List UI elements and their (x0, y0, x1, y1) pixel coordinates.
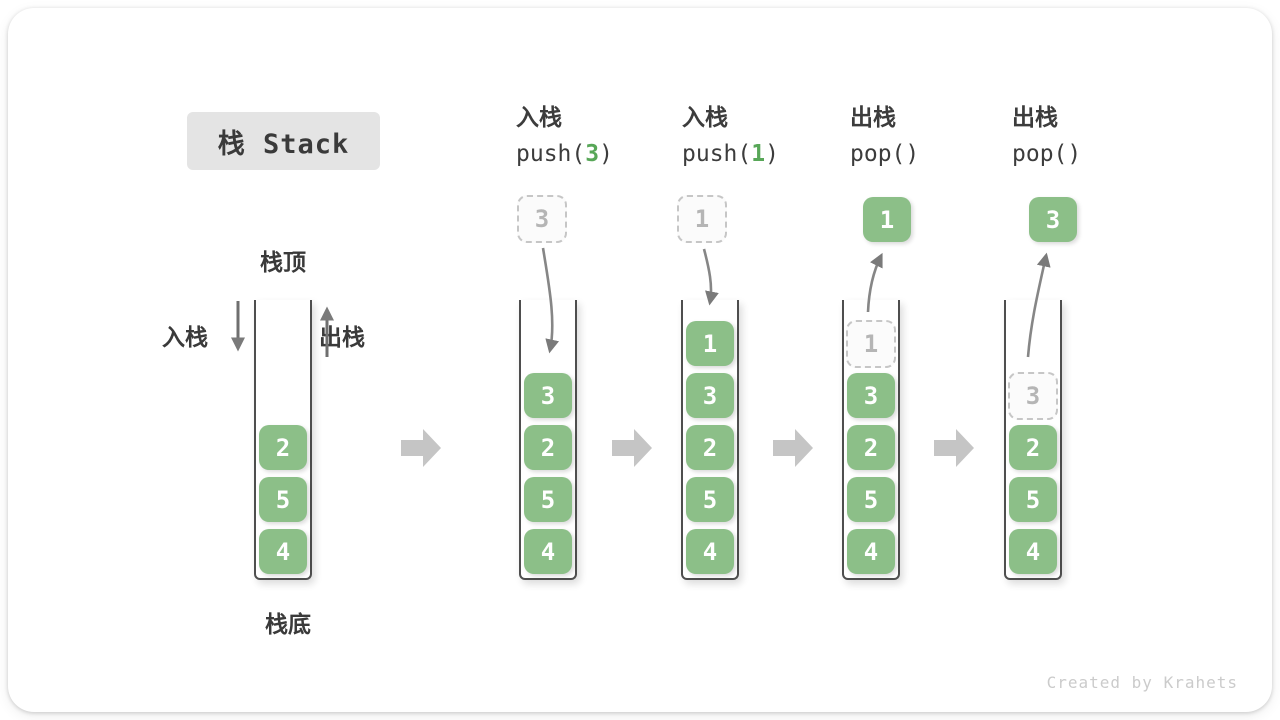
operation-label-push-3: 入栈 push(3) (516, 105, 613, 167)
stack-cell-ghost: 1 (846, 320, 896, 368)
operation-code: push(3) (516, 141, 613, 167)
operation-label-pop-3: 出栈 pop() (1012, 105, 1081, 167)
stack-cell: 3 (847, 373, 895, 418)
stack-cell: 5 (847, 477, 895, 522)
stack-cell: 4 (259, 529, 307, 574)
operation-name: 出栈 (850, 105, 896, 131)
floating-cell-popped: 1 (863, 197, 911, 242)
operation-name: 出栈 (1012, 105, 1058, 131)
stack-cell: 5 (1009, 477, 1057, 522)
diagram-card: 栈 Stack 入栈 push(3) 入栈 push(1) 出栈 pop() 出… (8, 8, 1272, 712)
code-pre: pop( (850, 141, 906, 168)
stack-cell: 3 (524, 373, 572, 418)
stack-container-after-push-3: 3 2 5 4 (519, 300, 577, 580)
operation-code: push(1) (682, 141, 779, 167)
stack-container-after-pop-3: 3 2 5 4 (1004, 300, 1062, 580)
flow-arrow-icon (401, 429, 441, 467)
stack-cell: 5 (259, 477, 307, 522)
title-badge: 栈 Stack (187, 112, 380, 170)
push-side-label: 入栈 (162, 325, 208, 351)
floating-cell-ghost: 3 (517, 195, 567, 243)
code-post: ) (765, 141, 779, 168)
code-post: ) (1067, 141, 1082, 168)
stack-cell: 2 (686, 425, 734, 470)
operation-code: pop() (1012, 141, 1081, 167)
stack-cell: 4 (686, 529, 734, 574)
stack-cell: 5 (686, 477, 734, 522)
operation-code: pop() (850, 141, 919, 167)
code-post: ) (905, 141, 920, 168)
code-post: ) (599, 141, 613, 168)
stack-container-initial: 2 5 4 (254, 300, 312, 580)
watermark: Created by Krahets (1046, 673, 1238, 692)
stack-cell: 4 (847, 529, 895, 574)
flow-arrow-icon (934, 429, 974, 467)
stack-cell: 4 (1009, 529, 1057, 574)
flow-arrow-icon (612, 429, 652, 467)
flow-arrow-icon (773, 429, 813, 467)
operation-label-push-1: 入栈 push(1) (682, 105, 779, 167)
stack-container-after-pop-1: 1 3 2 5 4 (842, 300, 900, 580)
stack-cell-ghost: 3 (1008, 372, 1058, 420)
operation-name: 入栈 (516, 105, 562, 131)
floating-cell-popped: 3 (1029, 197, 1077, 242)
stack-container-after-push-1: 1 3 2 5 4 (681, 300, 739, 580)
code-pre: push( (516, 141, 586, 168)
operation-name: 入栈 (682, 105, 728, 131)
stack-bottom-label: 栈底 (265, 612, 311, 638)
stack-cell: 5 (524, 477, 572, 522)
floating-cell-ghost: 1 (677, 195, 727, 243)
code-pre: pop( (1012, 141, 1068, 168)
stack-cell: 2 (847, 425, 895, 470)
code-pre: push( (682, 141, 752, 168)
stack-cell: 2 (524, 425, 572, 470)
stack-cell: 3 (686, 373, 734, 418)
stack-top-label: 栈顶 (260, 250, 306, 276)
code-arg: 1 (751, 141, 766, 168)
stack-cell: 1 (686, 321, 734, 366)
stack-cell: 4 (524, 529, 572, 574)
code-arg: 3 (585, 141, 600, 168)
operation-label-pop-1: 出栈 pop() (850, 105, 919, 167)
stack-cell: 2 (1009, 425, 1057, 470)
stack-cell: 2 (259, 425, 307, 470)
